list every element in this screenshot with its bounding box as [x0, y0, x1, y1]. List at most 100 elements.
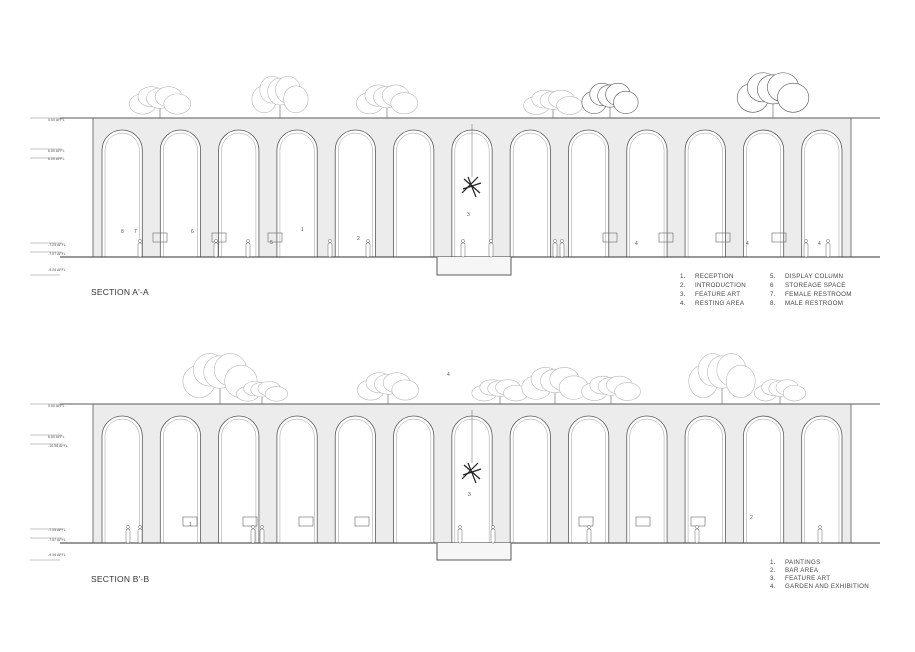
person-body — [327, 242, 333, 258]
room-tag: 4 — [447, 372, 450, 378]
painting-frame — [152, 232, 168, 243]
section-a-people — [137, 239, 831, 258]
level-label: 6.50 AFFL — [48, 435, 65, 439]
person-body — [137, 528, 143, 544]
room-tag: 6 — [191, 229, 194, 235]
person-body — [457, 528, 463, 544]
arch-opening — [742, 415, 785, 544]
person-head — [214, 239, 218, 243]
arch-inner-line — [746, 418, 781, 543]
arch-inner-line — [512, 418, 548, 543]
legend-label: PAINTINGS — [785, 559, 821, 566]
legend-label: BAR AREA — [785, 567, 819, 574]
arch-opening — [684, 129, 726, 258]
arch-inner-line — [163, 132, 198, 257]
arch-inner-line — [221, 418, 257, 543]
painting-frame — [354, 516, 370, 527]
tree-canopy — [777, 82, 810, 113]
arch-opening — [334, 415, 376, 544]
section-a-level-markers: 0.00 AFFL 6.50 AFFL 6.00 AFFL -7.25 AFFL… — [48, 118, 66, 272]
arch-opening — [626, 129, 668, 258]
arch-opening — [742, 129, 785, 258]
painting-frame — [211, 232, 227, 243]
person-head — [826, 239, 830, 243]
arch-inner-line — [687, 132, 723, 257]
legend-label: FEATURE ART — [785, 575, 830, 582]
section-b-title: SECTION B'-B — [91, 574, 149, 584]
arch-opening — [451, 415, 493, 544]
legend-number: 4. — [680, 300, 686, 307]
arch-opening — [159, 129, 202, 258]
arch-inner-line — [104, 132, 140, 257]
person-head — [126, 525, 130, 529]
legend-label: GARDEN AND EXHIBITION — [785, 583, 869, 590]
room-tag: 1 — [301, 227, 304, 233]
person-head — [587, 525, 591, 529]
section-b-drawing: 0.00 AFFL 6.50 AFFL -10.56 AFFL -7.25 AF… — [30, 353, 880, 590]
painting-frame — [602, 232, 618, 243]
arch-opening — [393, 415, 435, 544]
painting-frame — [182, 516, 198, 527]
room-tag: 4 — [746, 241, 749, 247]
person-head — [818, 525, 822, 529]
level-label: -7.57 AFFL — [48, 538, 66, 542]
level-label: 6.50 AFFL — [48, 149, 65, 153]
arch-opening — [684, 415, 726, 544]
painting-frame — [771, 232, 787, 243]
person-body — [460, 242, 466, 258]
arch-opening — [101, 129, 143, 258]
person-head — [461, 239, 465, 243]
arch-opening — [334, 129, 376, 258]
arch-opening — [159, 415, 202, 544]
room-tag: 4 — [818, 241, 821, 247]
feature-art-stroke — [467, 176, 477, 198]
arch-inner-line — [279, 418, 315, 543]
legend-number: 7. — [770, 291, 776, 298]
arch-inner-line — [746, 132, 781, 257]
legend-number: 8. — [770, 300, 776, 307]
section-a-building — [30, 117, 880, 276]
arch-inner-line — [629, 132, 665, 257]
arch-inner-line — [687, 418, 723, 543]
person-head — [246, 239, 250, 243]
section-b-room-tags: 1 3 2 4 — [189, 372, 753, 528]
tree-canopy — [725, 364, 756, 398]
level-label: 0.00 AFFL — [48, 404, 65, 408]
person-head — [366, 239, 370, 243]
room-tag: 4 — [635, 241, 638, 247]
level-label: -7.57 AFFL — [48, 252, 66, 256]
arch-inner-line — [804, 132, 840, 257]
level-label: -7.25 AFFL — [48, 528, 66, 532]
level-label: 6.00 AFFL — [48, 157, 65, 161]
painting-frame — [298, 516, 314, 527]
tree-canopy — [782, 384, 806, 402]
section-b-legend: 1. PAINTINGS 2. BAR AREA 3. FEATURE ART … — [770, 559, 869, 590]
person-body — [250, 528, 256, 544]
person-body — [259, 528, 265, 544]
arch-opening — [568, 415, 610, 544]
painting-frame — [658, 232, 674, 243]
legend-label: FEATURE ART — [695, 291, 740, 298]
level-label: -9.26 AFFL — [48, 553, 66, 557]
person-head — [804, 239, 808, 243]
feature-art-stroke — [461, 176, 479, 194]
legend-number: 3. — [770, 575, 776, 582]
room-tag: 3 — [468, 492, 471, 498]
legend-label: STOREAGE SPACE — [785, 282, 846, 289]
legend-number: 3. — [680, 291, 686, 298]
arch-inner-line — [571, 132, 607, 257]
room-tag: 3 — [467, 212, 470, 218]
room-tag: 5 — [270, 240, 273, 246]
sunken-pit — [436, 257, 512, 276]
legend-number: 1. — [680, 273, 686, 280]
person-body — [694, 528, 700, 544]
arch-inner-line — [163, 418, 198, 543]
sunken-pit — [436, 543, 512, 561]
section-a-legend: 1. RECEPTION 2. INTRODUCTION 3. FEATURE … — [680, 273, 851, 307]
person-head — [251, 525, 255, 529]
room-tag: 7 — [134, 229, 137, 235]
tree-canopy — [390, 92, 419, 115]
arch-opening — [801, 129, 843, 258]
tree-canopy — [556, 96, 583, 115]
